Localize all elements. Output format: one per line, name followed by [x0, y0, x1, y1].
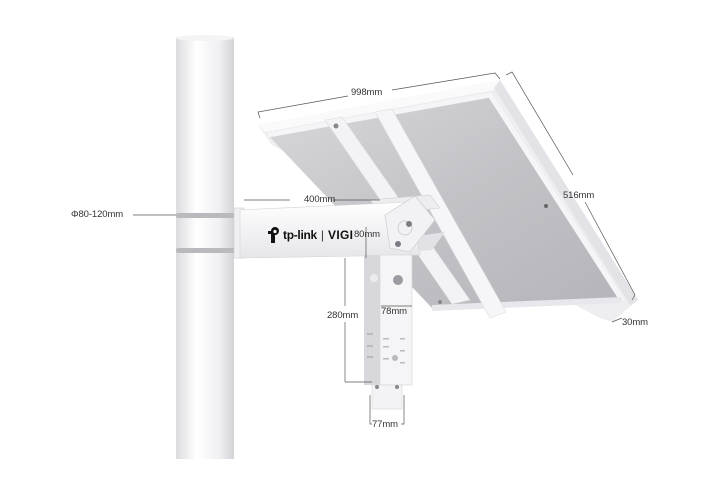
sub-brand: VIGI: [328, 228, 354, 242]
solar-panel: [258, 80, 638, 322]
mount-arm: [239, 195, 436, 259]
vertical-bracket: [364, 254, 413, 410]
tp-link-logo-icon: [268, 227, 279, 243]
mount-width-label: 77mm: [372, 419, 398, 430]
brand-separator: |: [320, 228, 325, 242]
brand-logo: tp-link | VIGI: [266, 227, 353, 243]
dimension-lines: [133, 71, 636, 425]
panel-height-label: 516mm: [563, 190, 595, 201]
arm-height-label: 80mm: [354, 229, 380, 240]
brand-name: tp-link: [283, 228, 317, 242]
panel-width-label: 998mm: [351, 87, 383, 98]
arm-length-label: 400mm: [304, 194, 336, 205]
bracket-width-label: 78mm: [381, 306, 407, 317]
pole: [176, 35, 234, 459]
pole-diameter-label: Φ80-120mm: [71, 209, 124, 220]
bracket-height-label: 280mm: [327, 310, 359, 321]
panel-depth-label: 30mm: [622, 317, 648, 328]
